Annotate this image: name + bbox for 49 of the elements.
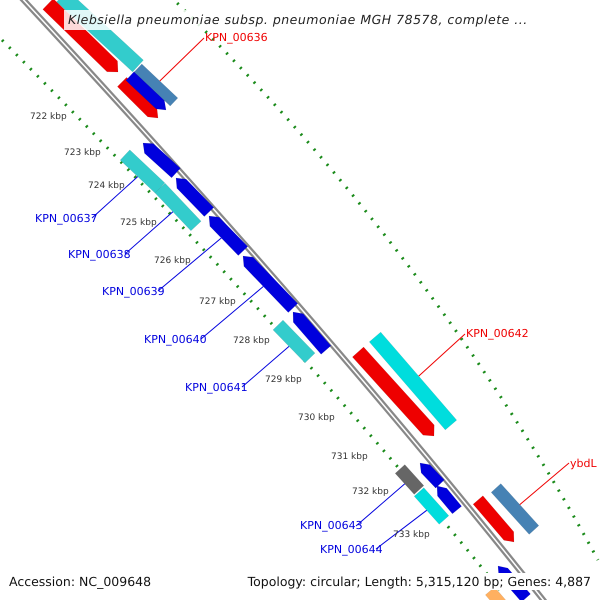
gene-label: KPN_00636: [205, 31, 268, 44]
gene-feature: [472, 496, 514, 542]
scale-label: 733 kbp: [393, 530, 430, 541]
gene-label: ybdL: [570, 457, 597, 470]
scale-label: 723 kbp: [64, 148, 101, 159]
scale-label: 732 kbp: [352, 487, 389, 498]
leader-line: [200, 286, 264, 340]
scale-label: 724 kbp: [88, 181, 125, 192]
gene-label: KPN_00639: [102, 285, 165, 298]
gene-label: KPN_00638: [68, 248, 131, 261]
gene-feature: [352, 346, 434, 436]
leader-line: [376, 510, 428, 550]
gene-feature: [414, 487, 450, 525]
scale-label: 729 kbp: [265, 375, 302, 386]
gene-feature: [134, 64, 178, 106]
leader-line: [124, 211, 174, 254]
leader-line: [356, 483, 406, 526]
gene-label: KPN_00637: [35, 212, 98, 225]
gene-feature: [436, 486, 462, 514]
gene-feature: [369, 332, 457, 430]
gene-feature: [142, 142, 181, 178]
gene-feature: [394, 464, 424, 495]
gene-feature: [490, 483, 540, 535]
gene-feature: [126, 71, 166, 110]
gene-label: KPN_00640: [144, 333, 207, 346]
scale-label: 722 kbp: [30, 112, 67, 123]
scale-label: 727 kbp: [199, 297, 236, 308]
gene-feature: [272, 320, 316, 364]
gene-label: KPN_00641: [185, 381, 248, 394]
gene-feature: [154, 182, 202, 232]
gene-feature: [242, 256, 298, 313]
leader-line: [418, 334, 466, 377]
leader-line: [92, 176, 138, 218]
scale-label: 726 kbp: [154, 256, 191, 267]
scale-label: 728 kbp: [233, 336, 270, 347]
leader-line: [158, 238, 222, 292]
scale-label: 725 kbp: [120, 218, 157, 229]
scale-label: 730 kbp: [298, 413, 335, 424]
gene-label: KPN_00643: [300, 519, 363, 532]
leader-line: [519, 462, 570, 506]
scale-label: 731 kbp: [331, 452, 368, 463]
leader-line: [242, 346, 290, 388]
gene-feature: [292, 312, 332, 355]
gene-label: KPN_00642: [466, 327, 529, 340]
gene-label: KPN_00644: [320, 543, 383, 556]
gene-feature: [420, 462, 445, 488]
gene-feature: [176, 178, 214, 217]
leader-line: [159, 38, 204, 82]
gene-feature: [208, 216, 248, 256]
